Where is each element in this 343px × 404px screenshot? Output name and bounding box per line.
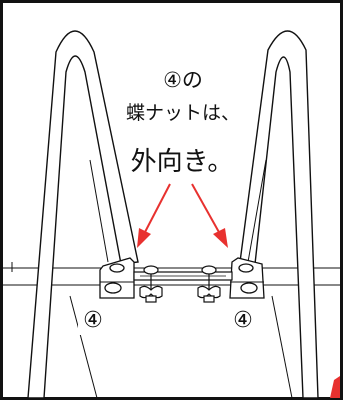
right-bracket <box>229 257 265 299</box>
left-leg <box>27 30 139 399</box>
wing-nut-icon <box>197 265 221 303</box>
right-leg <box>239 30 319 399</box>
callout-wing-nut-text: 蝶ナットは、 <box>125 102 240 124</box>
left-bracket <box>99 257 135 299</box>
partial-arrow-icon <box>330 376 340 398</box>
part-label-right: ④ <box>228 307 258 335</box>
callout-part-number: ④の <box>163 68 203 92</box>
arrow-down-left-icon <box>137 183 171 248</box>
callout-direction-text: 外向き。 <box>130 147 234 177</box>
connector-plate <box>133 271 233 281</box>
wing-nut-icon <box>139 265 163 303</box>
arrow-down-right-icon <box>191 183 228 248</box>
part-label-left: ④ <box>78 307 108 335</box>
